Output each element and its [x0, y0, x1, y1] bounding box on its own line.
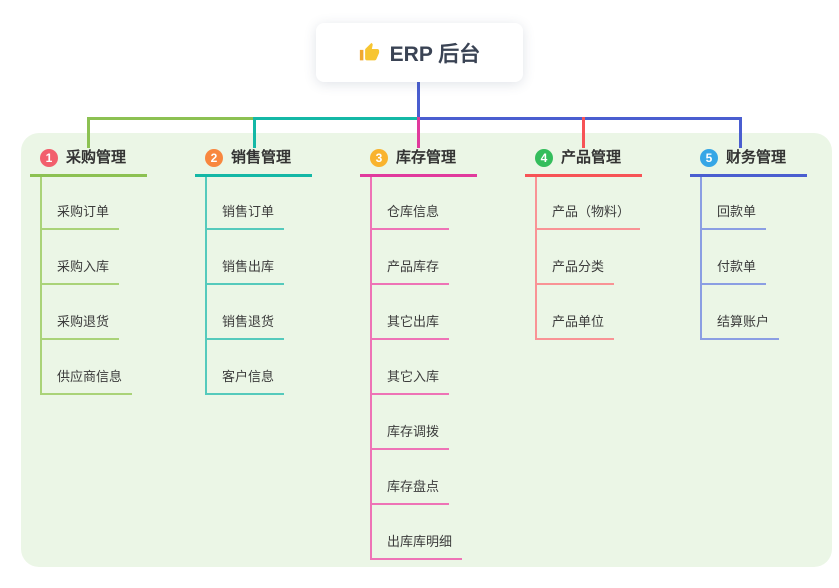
- branch-topic-label: 财务管理: [726, 149, 787, 166]
- child-topic-采购退货[interactable]: 采购退货: [40, 312, 120, 340]
- branch-children-connector-line: [700, 177, 702, 340]
- connector-branch-drop-line: [87, 117, 90, 148]
- child-topic-库存调拨[interactable]: 库存调拨: [370, 422, 450, 450]
- child-topic-产品单位[interactable]: 产品单位: [535, 312, 615, 340]
- child-topic-销售订单[interactable]: 销售订单: [205, 202, 285, 230]
- number-badge-icon: 2: [205, 148, 223, 167]
- branch-children-connector-line: [205, 177, 207, 395]
- child-topic-采购订单[interactable]: 采购订单: [40, 202, 120, 230]
- branch-topic-销售管理[interactable]: 2 销售管理: [195, 148, 312, 177]
- branch-topic-label: 销售管理: [231, 149, 292, 166]
- connector-branch-drop-line: [739, 117, 742, 148]
- child-topic-客户信息[interactable]: 客户信息: [205, 367, 285, 395]
- connector-trunk-green-line: [87, 117, 253, 120]
- child-topic-产品（物料）[interactable]: 产品（物料）: [535, 202, 641, 230]
- branch-children-connector-line: [40, 177, 42, 395]
- child-topic-其它出库[interactable]: 其它出库: [370, 312, 450, 340]
- branch-topic-label: 库存管理: [396, 149, 457, 166]
- branch-2: 2 销售管理销售订单销售出库销售退货客户信息: [195, 148, 312, 395]
- branch-topic-库存管理[interactable]: 3 库存管理: [360, 148, 477, 177]
- child-topic-采购入库[interactable]: 采购入库: [40, 257, 120, 285]
- connector-trunk-teal-line: [253, 117, 418, 120]
- branch-children-connector-line: [370, 177, 372, 560]
- child-topic-库存盘点[interactable]: 库存盘点: [370, 477, 450, 505]
- connector-trunk-blue-line: [418, 117, 742, 120]
- branch-5: 5 财务管理回款单付款单结算账户: [690, 148, 807, 340]
- mindmap-background-panel: [21, 133, 832, 567]
- number-badge-icon: 5: [700, 148, 718, 167]
- child-topic-销售出库[interactable]: 销售出库: [205, 257, 285, 285]
- number-badge-icon: 1: [40, 148, 58, 167]
- branch-1: 1 采购管理采购订单采购入库采购退货供应商信息: [30, 148, 147, 395]
- branch-topic-采购管理[interactable]: 1 采购管理: [30, 148, 147, 177]
- connector-root-drop-line: [417, 82, 420, 118]
- connector-branch-drop-line: [253, 117, 256, 148]
- branch-topic-财务管理[interactable]: 5 财务管理: [690, 148, 807, 177]
- child-topic-仓库信息[interactable]: 仓库信息: [370, 202, 450, 230]
- number-badge-icon: 4: [535, 148, 553, 167]
- child-topic-出库库明细[interactable]: 出库库明细: [370, 532, 463, 560]
- branch-4: 4 产品管理产品（物料） 产品分类产品单位: [525, 148, 642, 340]
- branch-3: 3 库存管理仓库信息产品库存其它出库其它入库库存调拨库存盘点出库库明细: [360, 148, 477, 560]
- thumbs-up-icon: [359, 42, 380, 63]
- branch-children-connector-line: [535, 177, 537, 340]
- child-topic-产品库存[interactable]: 产品库存: [370, 257, 450, 285]
- child-topic-产品分类[interactable]: 产品分类: [535, 257, 615, 285]
- branch-topic-label: 产品管理: [561, 149, 622, 166]
- number-badge-icon: 3: [370, 148, 388, 167]
- child-topic-其它入库[interactable]: 其它入库: [370, 367, 450, 395]
- root-node-erp[interactable]: ERP 后台: [316, 23, 523, 82]
- child-topic-回款单[interactable]: 回款单: [700, 202, 767, 230]
- branch-topic-产品管理[interactable]: 4 产品管理: [525, 148, 642, 177]
- connector-branch-drop-line: [417, 117, 420, 148]
- child-topic-结算账户[interactable]: 结算账户: [700, 312, 780, 340]
- root-node-title: ERP 后台: [389, 42, 481, 66]
- child-topic-供应商信息[interactable]: 供应商信息: [40, 367, 133, 395]
- child-topic-销售退货[interactable]: 销售退货: [205, 312, 285, 340]
- child-topic-付款单[interactable]: 付款单: [700, 257, 767, 285]
- connector-branch-drop-line: [582, 117, 585, 148]
- branch-topic-label: 采购管理: [66, 149, 127, 166]
